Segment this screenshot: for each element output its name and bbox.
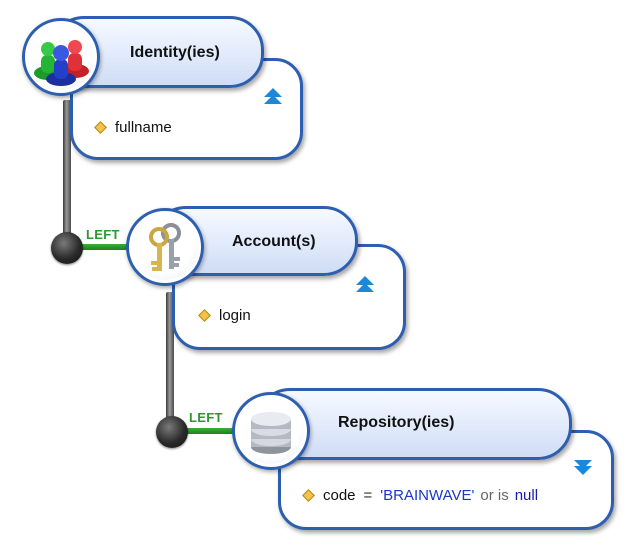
attribute-name: fullname: [115, 119, 172, 136]
collapse-up-icon[interactable]: [262, 86, 284, 108]
join-line-1: [78, 244, 148, 250]
attribute-value-null: null: [514, 487, 539, 504]
attribute-name: code: [323, 487, 356, 504]
node-title: Account(s): [232, 233, 316, 250]
attribute-row[interactable]: login: [198, 307, 251, 324]
node-icon-frame: [126, 208, 204, 286]
node-title: Repository(ies): [338, 414, 455, 431]
database-icon: [251, 412, 291, 454]
connector-line-1: [63, 100, 71, 248]
attribute-operator: =: [363, 487, 373, 504]
attribute-diamond-icon: [198, 309, 211, 322]
keys-icon: [149, 223, 181, 271]
node-icon-frame: [232, 392, 310, 470]
join-knob-2[interactable]: [156, 416, 188, 448]
connector-line-2: [166, 292, 174, 430]
expand-down-icon[interactable]: [572, 456, 594, 478]
join-type-label-1: LEFT: [86, 227, 120, 242]
join-knob-1[interactable]: [51, 232, 83, 264]
people-icon: [34, 40, 89, 86]
node-icon-frame: [22, 18, 100, 96]
attribute-diamond-icon: [94, 121, 107, 134]
attribute-value: 'BRAINWAVE': [380, 487, 475, 504]
collapse-up-icon[interactable]: [354, 274, 376, 296]
attribute-connector: or is: [480, 487, 509, 504]
join-type-label-2: LEFT: [189, 410, 223, 425]
node-title: Identity(ies): [130, 44, 220, 61]
attribute-name: login: [219, 307, 251, 324]
attribute-row[interactable]: fullname: [94, 119, 172, 136]
attribute-diamond-icon: [302, 489, 315, 502]
join-line-2: [182, 428, 252, 434]
attribute-row[interactable]: code = 'BRAINWAVE' or is null: [302, 487, 539, 504]
